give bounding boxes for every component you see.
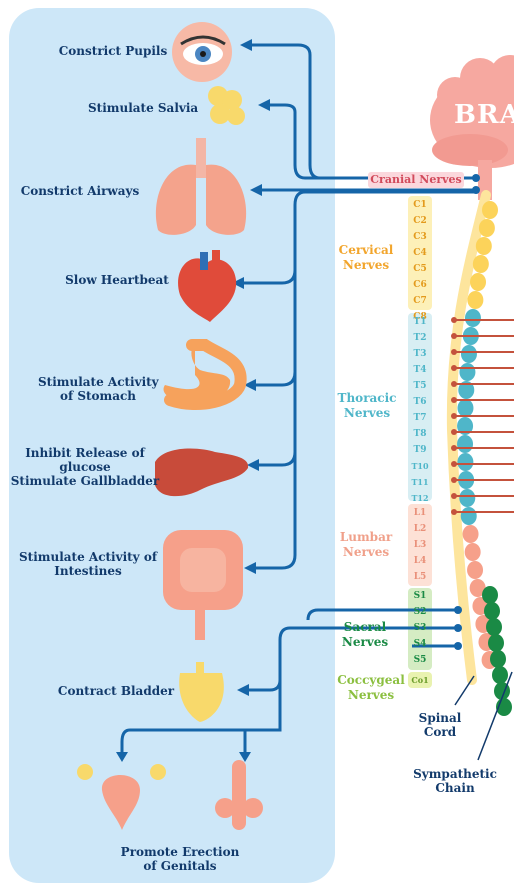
segment-t2: T2 [411,330,429,346]
vertebra [465,309,481,327]
vertebra [467,561,483,579]
effect-contract-bladder: Contract Bladder [56,684,176,698]
vertebra [467,291,483,309]
ganglion [488,634,504,652]
segment-t3: T3 [411,346,429,362]
effect-constrict-pupils: Constrict Pupils [58,44,168,58]
vertebra [479,219,495,237]
vertebra [476,237,492,255]
segment-t12: T12 [411,490,429,506]
nerve-dot [451,381,457,387]
segment-t1: T1 [411,314,429,330]
male-genitals-icon [215,760,263,830]
nerve-dot [451,317,457,323]
vertebra [461,345,477,363]
vertebra [457,399,473,417]
vertebra [465,543,481,561]
vertebra [461,507,477,525]
segment-t7: T7 [411,410,429,426]
cranial-nerves-label: Cranial Nerves [368,172,464,188]
segment-t4: T4 [411,362,429,378]
vertebra [457,453,473,471]
effect-constrict-airways: Constrict Airways [20,184,140,198]
nerve-dot [451,333,457,339]
segment-c6: C6 [411,277,429,293]
nerve-dot [451,493,457,499]
segment-c3: C3 [411,229,429,245]
segment-t6: T6 [411,394,429,410]
lungs-icon [156,138,246,235]
eye-icon [172,22,232,82]
segment-l5: L5 [411,569,429,585]
cervical-nerves-label: Cervical Nerves [336,243,396,273]
segment-co1: Co1 [411,672,429,688]
segment-c2: C2 [411,213,429,229]
thoracic-nerves-label: Thoracic Nerves [336,391,398,421]
sympathetic-chain-label: Sympathetic Chain [410,767,500,795]
effect-stimulate-salvia: Stimulate Salvia [88,101,198,115]
segment-s5: S5 [411,652,429,668]
ganglion [490,650,506,668]
heart-icon [178,250,236,322]
intestines-icon [163,530,243,640]
effect-stomach: Stimulate Activity of Stomach [38,375,158,403]
nerve-dot [451,509,457,515]
vertebra [459,363,475,381]
nerve-dot [451,477,457,483]
segment-l1: L1 [411,505,429,521]
segment-t10: T10 [411,458,429,474]
effect-glucose-gallbladder: Inhibit Release of glucose Stimulate Gal… [10,446,160,488]
vertebra [482,201,498,219]
ganglion [492,666,508,684]
segment-t8: T8 [411,426,429,442]
vertebra [473,255,489,273]
segment-c5: C5 [411,261,429,277]
bladder-icon [179,662,224,722]
segment-l4: L4 [411,553,429,569]
nerve-dot [451,349,457,355]
nerve-dot [451,397,457,403]
segment-l2: L2 [411,521,429,537]
segment-c1: C1 [411,197,429,213]
nerve-dot [451,413,457,419]
segment-t11: T11 [411,474,429,490]
segment-t9: T9 [411,442,429,458]
salivary-gland-icon [208,86,245,125]
effect-erection: Promote Erection of Genitals [110,845,250,873]
liver-icon [155,448,248,496]
ganglion [482,586,498,604]
stomach-icon [164,345,241,404]
segment-c7: C7 [411,293,429,309]
segment-s2: S2 [411,604,429,620]
vertebra [459,489,475,507]
segment-s4: S4 [411,636,429,652]
ganglion [486,618,502,636]
effect-slow-heartbeat: Slow Heartbeat [62,273,172,287]
ganglion [484,602,500,620]
segment-s3: S3 [411,620,429,636]
nerve-dot [451,461,457,467]
lumbar-nerves-label: Lumbar Nerves [336,530,396,560]
spinal-cord-label: Spinal Cord [410,711,470,739]
sacral-nerves-label: Sacral Nerves [320,620,410,650]
brain-label: BRA [454,100,514,130]
segment-t5: T5 [411,378,429,394]
uterus-icon [77,764,166,830]
nerve-dot [451,365,457,371]
coccygeal-nerves-label: Coccygeal Nerves [336,673,406,703]
segment-s1: S1 [411,588,429,604]
segment-c4: C4 [411,245,429,261]
nerve-dot [451,429,457,435]
effect-intestines: Stimulate Activity of Intestines [18,550,158,578]
vertebra [457,435,473,453]
vertebra [470,273,486,291]
vertebra [463,525,479,543]
segment-l3: L3 [411,537,429,553]
nerve-dot [451,445,457,451]
